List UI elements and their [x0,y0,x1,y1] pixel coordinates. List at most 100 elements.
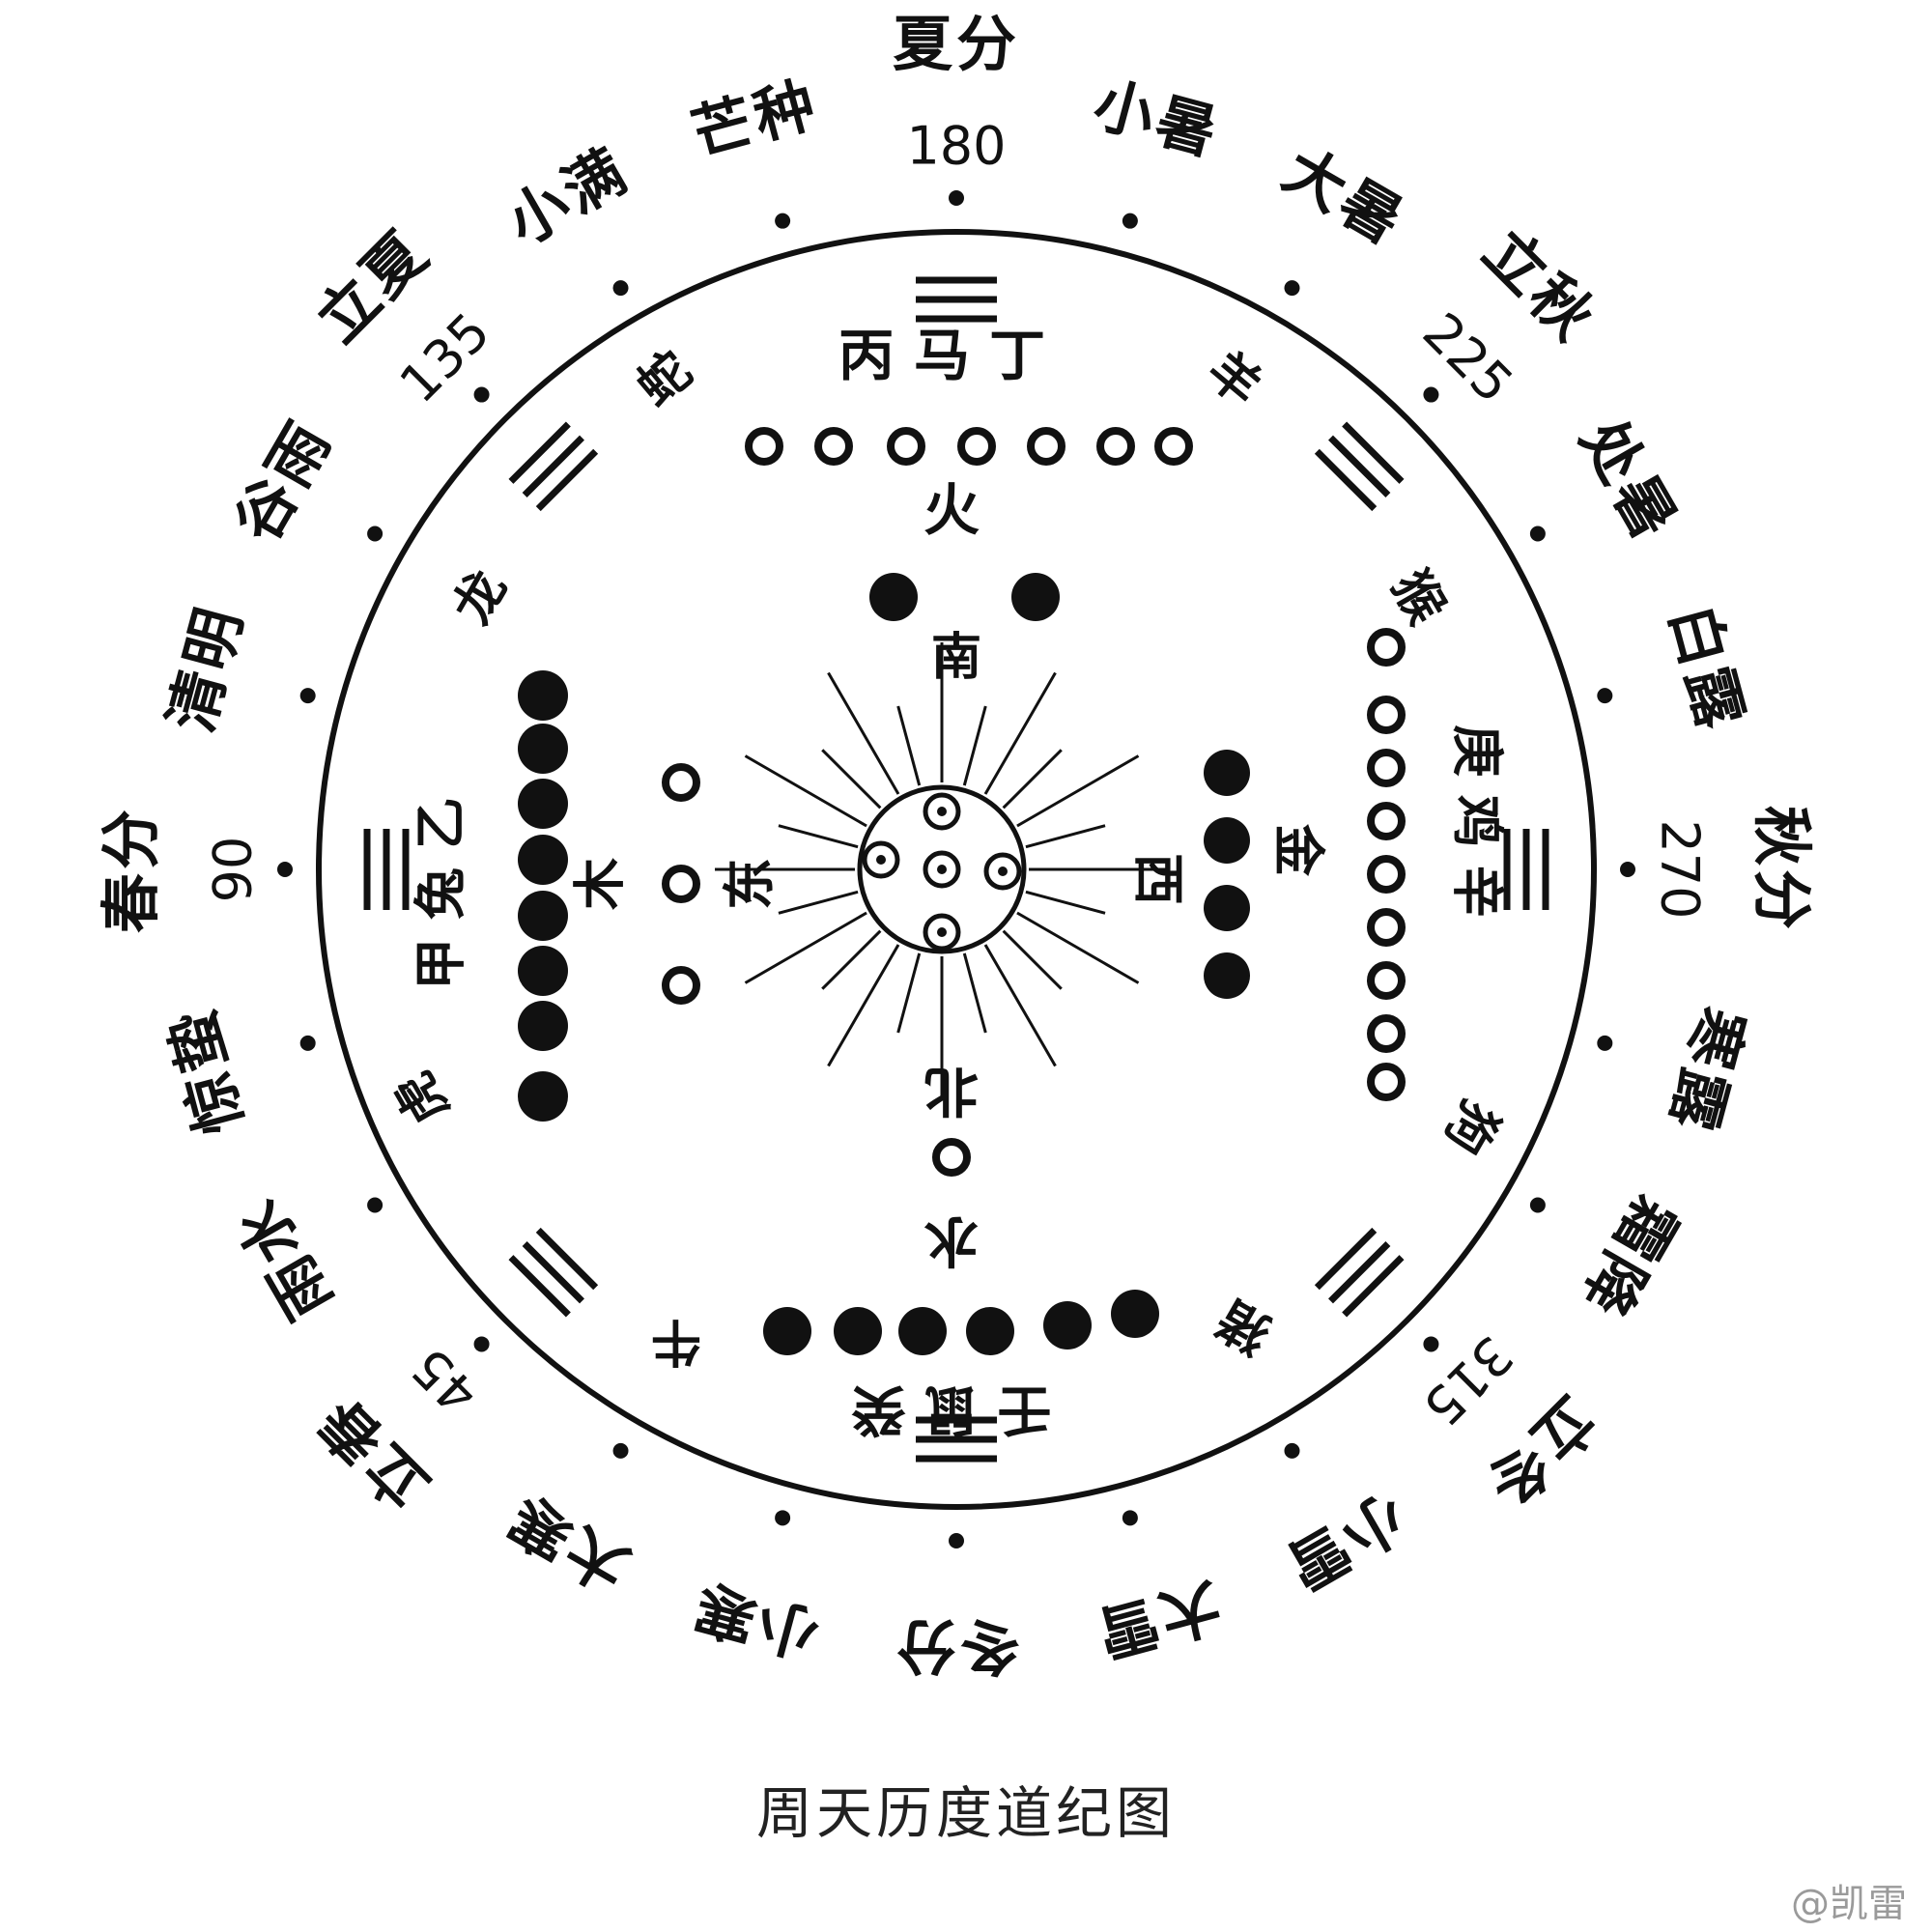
south-filled-dots [869,573,1060,621]
animal-pig: 猪 [1208,1289,1281,1364]
term-tick-dot [1284,1442,1300,1459]
sun-ray [1025,824,1106,849]
sun-ray [778,890,859,915]
north-filled-dots [763,1290,1159,1355]
solar-term-label: 小寒 [685,1570,826,1671]
solar-term-label: 秋分 [1747,806,1817,933]
term-tick-dot [473,386,490,403]
sun-eye-center [923,850,961,889]
term-tick-dot [277,862,293,877]
trigram-bar [1342,1255,1405,1318]
west-group: 西 金 庚 鸡 辛 [1127,628,1507,1101]
east-open-dots [662,763,700,1005]
watermark: @凯雷 [1791,1882,1907,1926]
trigram-bar [535,1227,599,1291]
south-element: 火 [923,477,980,543]
trigram-bar [522,435,584,497]
trigram-symbol [1314,1227,1405,1318]
term-tick-dot [1423,386,1439,403]
solar-term-label: 处暑 [1567,408,1691,554]
south-open-dots [745,427,1193,466]
trigram-symbol [916,276,997,323]
solar-term-degree: 270 [1649,819,1710,919]
west-open-dots [1367,628,1406,1101]
trigram-bar [508,421,571,484]
trigram-bar [1328,435,1391,497]
solar-term-degree: 90 [203,837,264,903]
east-group: 甲 兔 乙 木 东 [411,670,781,1122]
solar-term-label: 小满 [495,134,640,259]
trigram-bar [522,1241,584,1304]
sun-eye-left [862,840,900,879]
solar-term-label: 寒露 [1657,1000,1758,1141]
solar-term-label: 立夏 [302,215,442,355]
term-tick-dot [367,1197,384,1213]
sun-ray [983,944,1057,1067]
trigram-bar [1328,1241,1391,1304]
diagram-caption: 周天历度道纪图 [755,1780,1176,1846]
term-tick-dot [1284,280,1300,297]
east-element: 木 [570,858,631,910]
trigram-symbol [363,829,410,910]
trigram-bar [1314,1227,1378,1291]
solar-term-label: 雨水 [221,1185,346,1331]
sun-ray [1002,749,1063,810]
animal-tiger: 虎 [384,1062,460,1134]
term-tick-dot [949,190,964,206]
sun-ray [896,705,922,786]
solar-term-label: 春分 [96,806,166,933]
solar-term-label: 小暑 [1087,69,1228,170]
solar-term-label: 立冬 [1470,1383,1610,1523]
west-filled-dots [1204,750,1250,999]
west-element: 金 [1267,823,1328,877]
trigram-symbol [508,1227,599,1318]
term-tick-dot [367,526,384,542]
term-tick-dot [775,1510,791,1526]
north-element: 水 [923,1208,979,1271]
solar-term-degree: 180 [906,116,1006,177]
solar-term-label: 霜降 [1567,1185,1691,1331]
animal-dog: 狗 [1434,1091,1509,1163]
trigram-bar [535,448,599,512]
trigram-symbol [1503,829,1549,910]
sun-ray [827,671,900,795]
term-tick-dot [1597,1035,1613,1051]
term-tick-dot [1597,688,1613,704]
solar-term-label: 白露 [1657,598,1758,739]
sun-eye-right [983,852,1022,891]
animal-monkey: 猴 [1380,561,1456,634]
term-tick-dot [612,280,629,297]
sun-eye-top [923,792,961,831]
central-sun [715,642,1169,1096]
term-tick-dot [949,1533,964,1548]
sun-ray [983,671,1057,795]
animal-dragon: 龙 [442,561,518,634]
sun-ray [744,754,867,828]
trigram-symbol [1314,421,1405,512]
sun-ray [1025,890,1106,915]
sun-ray [896,952,922,1034]
north-stems: 壬 鼠 癸 [852,1378,1052,1440]
animal-goat: 羊 [1196,341,1271,417]
trigram-bar [1314,448,1378,512]
solar-term-label: 清明 [156,598,257,739]
term-tick-dot [1529,1197,1546,1213]
north-group: 北 水 壬 鼠 癸 [763,1059,1159,1440]
sun-ray [962,705,987,786]
solar-term-label: 冬分 [893,1611,1020,1682]
animal-ox: 牛 [651,1312,701,1370]
west-direction: 西 [1127,853,1188,905]
sun-ray [962,952,987,1034]
animal-snake: 蛇 [627,341,702,417]
term-tick-dot [1620,862,1635,877]
trigrams [363,276,1549,1463]
solar-term-label: 立秋 [1470,215,1610,355]
solar-term-label: 芒种 [685,69,826,170]
sun-ray [821,749,882,810]
solar-term-label: 小雪 [1272,1480,1418,1605]
south-stems: 丙 马 丁 [838,323,1045,388]
north-direction: 北 [924,1059,979,1122]
solar-term-label: 立春 [302,1383,442,1523]
sun-ray [821,929,882,990]
